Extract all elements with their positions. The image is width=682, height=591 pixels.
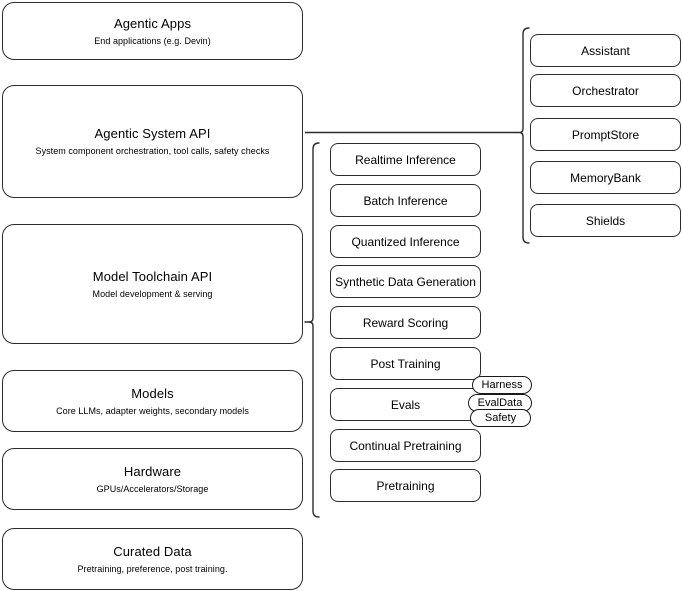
component-orchestrator[interactable]: Orchestrator — [530, 74, 681, 107]
layer-hardware[interactable]: Hardware GPUs/Accelerators/Storage — [2, 448, 303, 510]
capability-pretraining[interactable]: Pretraining — [330, 469, 481, 502]
layer-agentic-system-api[interactable]: Agentic System API System component orch… — [2, 85, 303, 198]
layer-models[interactable]: Models Core LLMs, adapter weights, secon… — [2, 370, 303, 432]
layer-subtitle: Pretraining, preference, post training. — [77, 563, 228, 574]
layer-title: Curated Data — [113, 543, 192, 559]
capability-realtime-inference[interactable]: Realtime Inference — [330, 143, 481, 176]
layer-subtitle: Core LLMs, adapter weights, secondary mo… — [56, 405, 249, 416]
badge-safety[interactable]: Safety — [470, 409, 531, 427]
layer-subtitle: GPUs/Accelerators/Storage — [96, 483, 209, 494]
component-assistant[interactable]: Assistant — [530, 34, 681, 67]
bracket-system-components — [515, 27, 530, 244]
component-shields[interactable]: Shields — [530, 204, 681, 237]
capability-post-training[interactable]: Post Training — [330, 347, 481, 380]
layer-title: Agentic Apps — [113, 15, 192, 31]
component-memorybank[interactable]: MemoryBank — [530, 161, 681, 194]
capability-continual-pretraining[interactable]: Continual Pretraining — [330, 429, 481, 462]
layer-title: Model Toolchain API — [92, 268, 213, 284]
layer-subtitle: Model development & serving — [92, 288, 213, 299]
capability-reward-scoring[interactable]: Reward Scoring — [330, 306, 481, 339]
capability-batch-inference[interactable]: Batch Inference — [330, 184, 481, 217]
capability-evals[interactable]: Evals — [330, 388, 481, 421]
layer-subtitle: End applications (e.g. Devin) — [94, 35, 211, 46]
layer-agentic-apps[interactable]: Agentic Apps End applications (e.g. Devi… — [2, 2, 303, 60]
layer-curated-data[interactable]: Curated Data Pretraining, preference, po… — [2, 528, 303, 590]
capability-quantized-inference[interactable]: Quantized Inference — [330, 225, 481, 258]
badge-harness[interactable]: Harness — [472, 376, 532, 394]
layer-model-toolchain-api[interactable]: Model Toolchain API Model development & … — [2, 224, 303, 344]
capability-synthetic-data-generation[interactable]: Synthetic Data Generation — [330, 265, 481, 298]
component-promptstore[interactable]: PromptStore — [530, 118, 681, 151]
layer-title: Hardware — [123, 463, 182, 479]
layer-subtitle: System component orchestration, tool cal… — [35, 146, 270, 156]
layer-title: Models — [131, 385, 174, 401]
bracket-toolchain-capabilities — [304, 142, 320, 518]
layer-title: Agentic System API — [94, 126, 211, 141]
